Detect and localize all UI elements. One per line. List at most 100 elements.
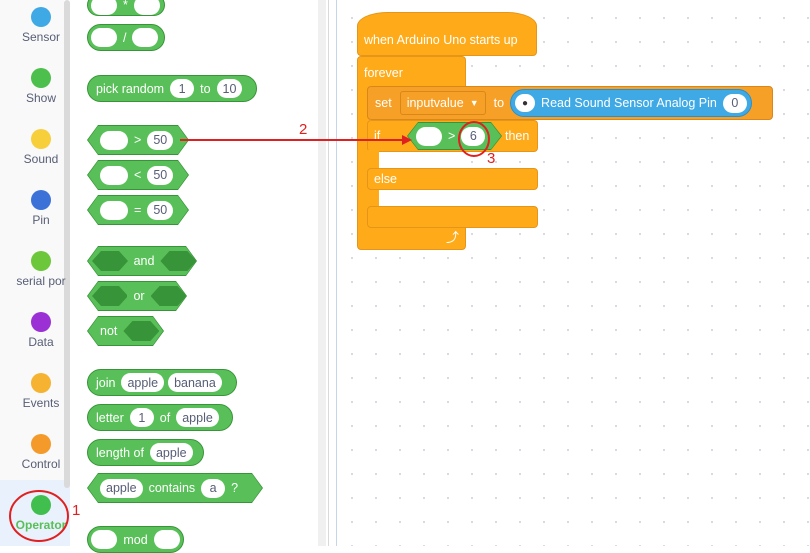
boolean-slot[interactable]	[92, 286, 127, 306]
slot[interactable]	[91, 530, 118, 549]
slot[interactable]	[100, 201, 128, 220]
slot[interactable]	[416, 127, 442, 146]
boolean-slot[interactable]	[92, 251, 128, 271]
else-label: else	[374, 172, 397, 186]
operator-symbol: >	[134, 133, 142, 147]
index-input[interactable]: 1	[129, 408, 154, 427]
annotation-arrow-head	[402, 135, 412, 145]
category-serial-port[interactable]: serial por	[0, 251, 82, 288]
slot[interactable]	[91, 0, 117, 15]
from-input[interactable]: 1	[170, 79, 195, 98]
dropdown-arrow-icon: ▼	[469, 98, 479, 108]
annotation-number-2: 2	[299, 121, 308, 138]
category-events[interactable]: Events	[0, 373, 82, 410]
sensor-icon: ●	[515, 94, 536, 112]
category-label: Show	[25, 91, 57, 105]
operator-symbol: <	[134, 168, 142, 182]
text-input[interactable]: apple	[149, 443, 193, 462]
not-block[interactable]: not	[87, 316, 164, 346]
category-label: Events	[22, 396, 60, 410]
category-scrollbar[interactable]	[64, 0, 70, 488]
category-pin[interactable]: Pin	[0, 190, 82, 227]
text-input[interactable]: banana	[168, 373, 222, 392]
category-sensor[interactable]: Sensor	[0, 7, 82, 44]
block-label: and	[133, 254, 155, 268]
value-input[interactable]: 50	[147, 201, 173, 220]
hat-block[interactable]: when Arduino Uno starts up	[357, 12, 537, 56]
category-label: Sound	[23, 152, 59, 166]
slot[interactable]	[91, 28, 117, 47]
if-label: if	[374, 129, 381, 143]
data-category-icon	[31, 312, 51, 332]
equals-block[interactable]: = 50	[87, 195, 189, 225]
text-input[interactable]: apple	[100, 479, 143, 498]
else-header	[367, 168, 538, 190]
category-label: serial por	[16, 274, 66, 288]
pin-category-icon	[31, 190, 51, 210]
category-label: Sensor	[21, 30, 61, 44]
category-control[interactable]: Control	[0, 434, 82, 471]
block-label: of	[159, 410, 171, 425]
sound-category-icon	[31, 129, 51, 149]
or-block[interactable]: or	[87, 281, 187, 311]
if-footer	[367, 206, 538, 228]
condition-greater-than-block[interactable]: > 6	[407, 122, 502, 150]
operator-symbol: /	[123, 30, 127, 45]
contains-block[interactable]: apple contains a ?	[87, 473, 263, 503]
forever-label: forever	[364, 66, 403, 80]
slot[interactable]	[100, 166, 128, 185]
divide-block[interactable]: /	[87, 24, 165, 51]
boolean-slot[interactable]	[160, 251, 196, 271]
slot[interactable]	[100, 131, 128, 150]
block-label: join	[96, 375, 116, 390]
block-label: contains	[148, 481, 196, 495]
to-input[interactable]: 10	[216, 79, 243, 98]
category-sidebar	[0, 0, 64, 546]
annotation-circle-operator	[9, 490, 69, 542]
slot[interactable]	[132, 28, 159, 47]
value-input[interactable]: 50	[147, 166, 173, 185]
text-input[interactable]: apple	[176, 408, 219, 427]
category-sound[interactable]: Sound	[0, 129, 82, 166]
length-of-block[interactable]: length of apple	[87, 439, 204, 466]
workspace-divider	[336, 0, 337, 546]
annotation-number-3: 3	[487, 150, 496, 167]
multiply-block[interactable]: *	[87, 0, 165, 16]
text-input[interactable]: apple	[121, 373, 165, 392]
and-block[interactable]: and	[87, 246, 197, 276]
to-label: to	[493, 96, 505, 110]
category-label: Pin	[32, 213, 50, 227]
text-input[interactable]: a	[201, 479, 225, 498]
control-category-icon	[31, 434, 51, 454]
category-data[interactable]: Data	[0, 312, 82, 349]
pick-random-block[interactable]: pick random 1 to 10	[87, 75, 257, 102]
block-label: letter	[96, 410, 124, 425]
annotation-number-1: 1	[72, 502, 81, 519]
operator-category-icon	[31, 495, 51, 515]
letter-of-block[interactable]: letter 1 of apple	[87, 404, 233, 431]
annotation-circle-value	[458, 121, 490, 157]
value-input[interactable]: 50	[147, 131, 173, 150]
category-operator[interactable]: Operator	[0, 495, 82, 532]
events-category-icon	[31, 373, 51, 393]
then-label: then	[505, 129, 530, 143]
variable-dropdown[interactable]: inputvalue ▼	[399, 91, 486, 115]
serial-port-category-icon	[31, 251, 51, 271]
block-label: length of	[96, 445, 144, 460]
slot[interactable]	[133, 0, 160, 15]
less-than-block[interactable]: < 50	[87, 160, 189, 190]
join-block[interactable]: join apple banana	[87, 369, 237, 396]
boolean-slot[interactable]	[151, 286, 186, 306]
if-else-block[interactable]: if then else	[367, 120, 538, 228]
greater-than-block[interactable]: > 50	[87, 125, 189, 155]
category-show[interactable]: Show	[0, 68, 82, 105]
set-variable-block[interactable]: set inputvalue ▼ to ● Read Sound Sensor …	[367, 86, 773, 120]
value-input[interactable]: 6	[461, 127, 485, 146]
pin-input[interactable]: 0	[722, 93, 747, 113]
palette-scrollbar[interactable]	[318, 0, 326, 546]
sensor-label: Read Sound Sensor Analog Pin	[541, 96, 717, 110]
sound-sensor-block[interactable]: ● Read Sound Sensor Analog Pin 0	[510, 89, 752, 117]
slot[interactable]	[153, 530, 180, 549]
boolean-slot[interactable]	[123, 321, 159, 341]
